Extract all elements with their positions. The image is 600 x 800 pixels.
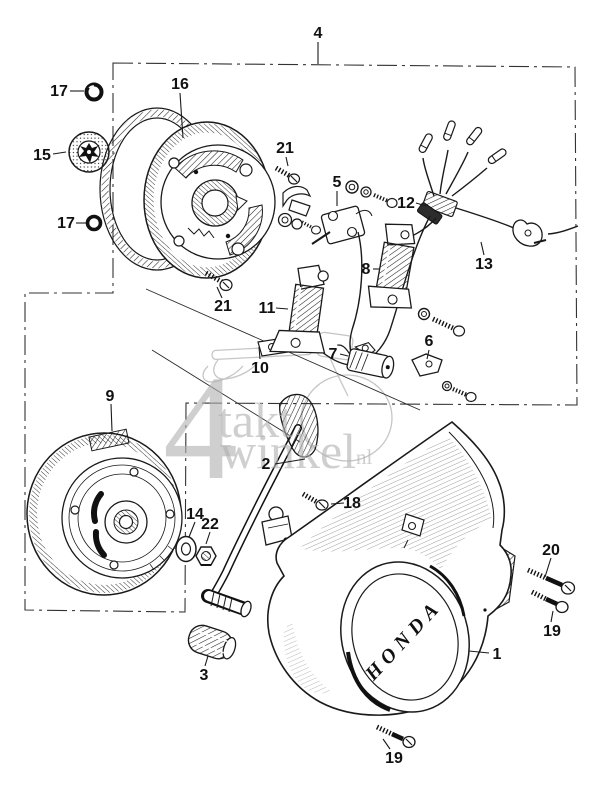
clamp-set-6 <box>411 307 477 403</box>
oil-seal <box>68 131 110 173</box>
cam-follower-plates <box>277 185 322 235</box>
ignition-coil-8 <box>367 223 416 309</box>
callout-13: 13 <box>475 256 493 273</box>
flywheel <box>26 428 183 596</box>
stator-plate <box>143 121 276 279</box>
screw-19-right <box>530 589 569 614</box>
o-ring-top <box>84 82 104 102</box>
callout-8: 8 <box>362 261 371 278</box>
callout-15: 15 <box>33 147 51 164</box>
callout-16: 16 <box>171 76 189 93</box>
kick-shaft <box>201 589 252 618</box>
lighting-coil-11 <box>269 264 329 354</box>
cover-slot-detail <box>401 513 425 549</box>
contact-breaker <box>311 180 398 245</box>
wire-harness <box>321 120 579 366</box>
nut-22 <box>195 546 217 566</box>
callout-21-bot: 21 <box>214 298 232 315</box>
callout-12: 12 <box>397 195 415 212</box>
watermark: 4 takt winkel nl <box>163 345 373 511</box>
screw-20 <box>526 567 576 595</box>
screw-21-bottom <box>204 270 233 292</box>
callout-20: 20 <box>542 542 560 559</box>
callout-2: 2 <box>262 456 271 473</box>
side-cover: HONDA <box>267 420 516 716</box>
callout-18: 18 <box>343 495 361 512</box>
screw-19-bottom <box>375 724 416 749</box>
assembly-group-outline <box>24 62 578 613</box>
bullet-terminals <box>418 120 507 165</box>
callout-6: 6 <box>425 333 434 350</box>
wire-clamp-13 <box>512 219 547 247</box>
svg-text:takt: takt <box>218 392 293 448</box>
callout-5: 5 <box>333 174 342 191</box>
callout-4: 4 <box>314 25 323 42</box>
callout-14: 14 <box>186 506 204 523</box>
callout-1: 1 <box>493 646 502 663</box>
cover-oval-bezel <box>340 561 470 713</box>
callout-3: 3 <box>200 667 209 684</box>
callout-19-bottom: 19 <box>385 750 403 767</box>
o-ring-bottom <box>85 214 103 232</box>
svg-text:winkel: winkel <box>220 423 356 479</box>
callout-11: 11 <box>259 300 276 317</box>
callout-7: 7 <box>329 346 338 363</box>
screw-18 <box>301 491 329 511</box>
callouts: 4 17 16 15 17 21 5 12 13 8 11 21 6 7 10 … <box>33 25 561 767</box>
pedal-rubber <box>187 624 237 660</box>
callout-17-top: 17 <box>50 83 68 100</box>
kick-pedal <box>279 393 319 458</box>
screw-21-top <box>274 165 301 185</box>
callout-21-top: 21 <box>276 140 294 157</box>
leader-lines <box>52 42 554 750</box>
svg-text:4: 4 <box>163 345 238 511</box>
condenser <box>337 341 395 379</box>
washer-14 <box>175 535 197 563</box>
callout-17-bot: 17 <box>57 215 75 232</box>
kickstart-arm <box>201 393 319 618</box>
callout-22: 22 <box>201 516 219 533</box>
callout-19-right: 19 <box>543 623 561 640</box>
callout-10: 10 <box>251 360 269 377</box>
svg-text:nl: nl <box>356 445 373 469</box>
callout-9: 9 <box>106 388 115 405</box>
